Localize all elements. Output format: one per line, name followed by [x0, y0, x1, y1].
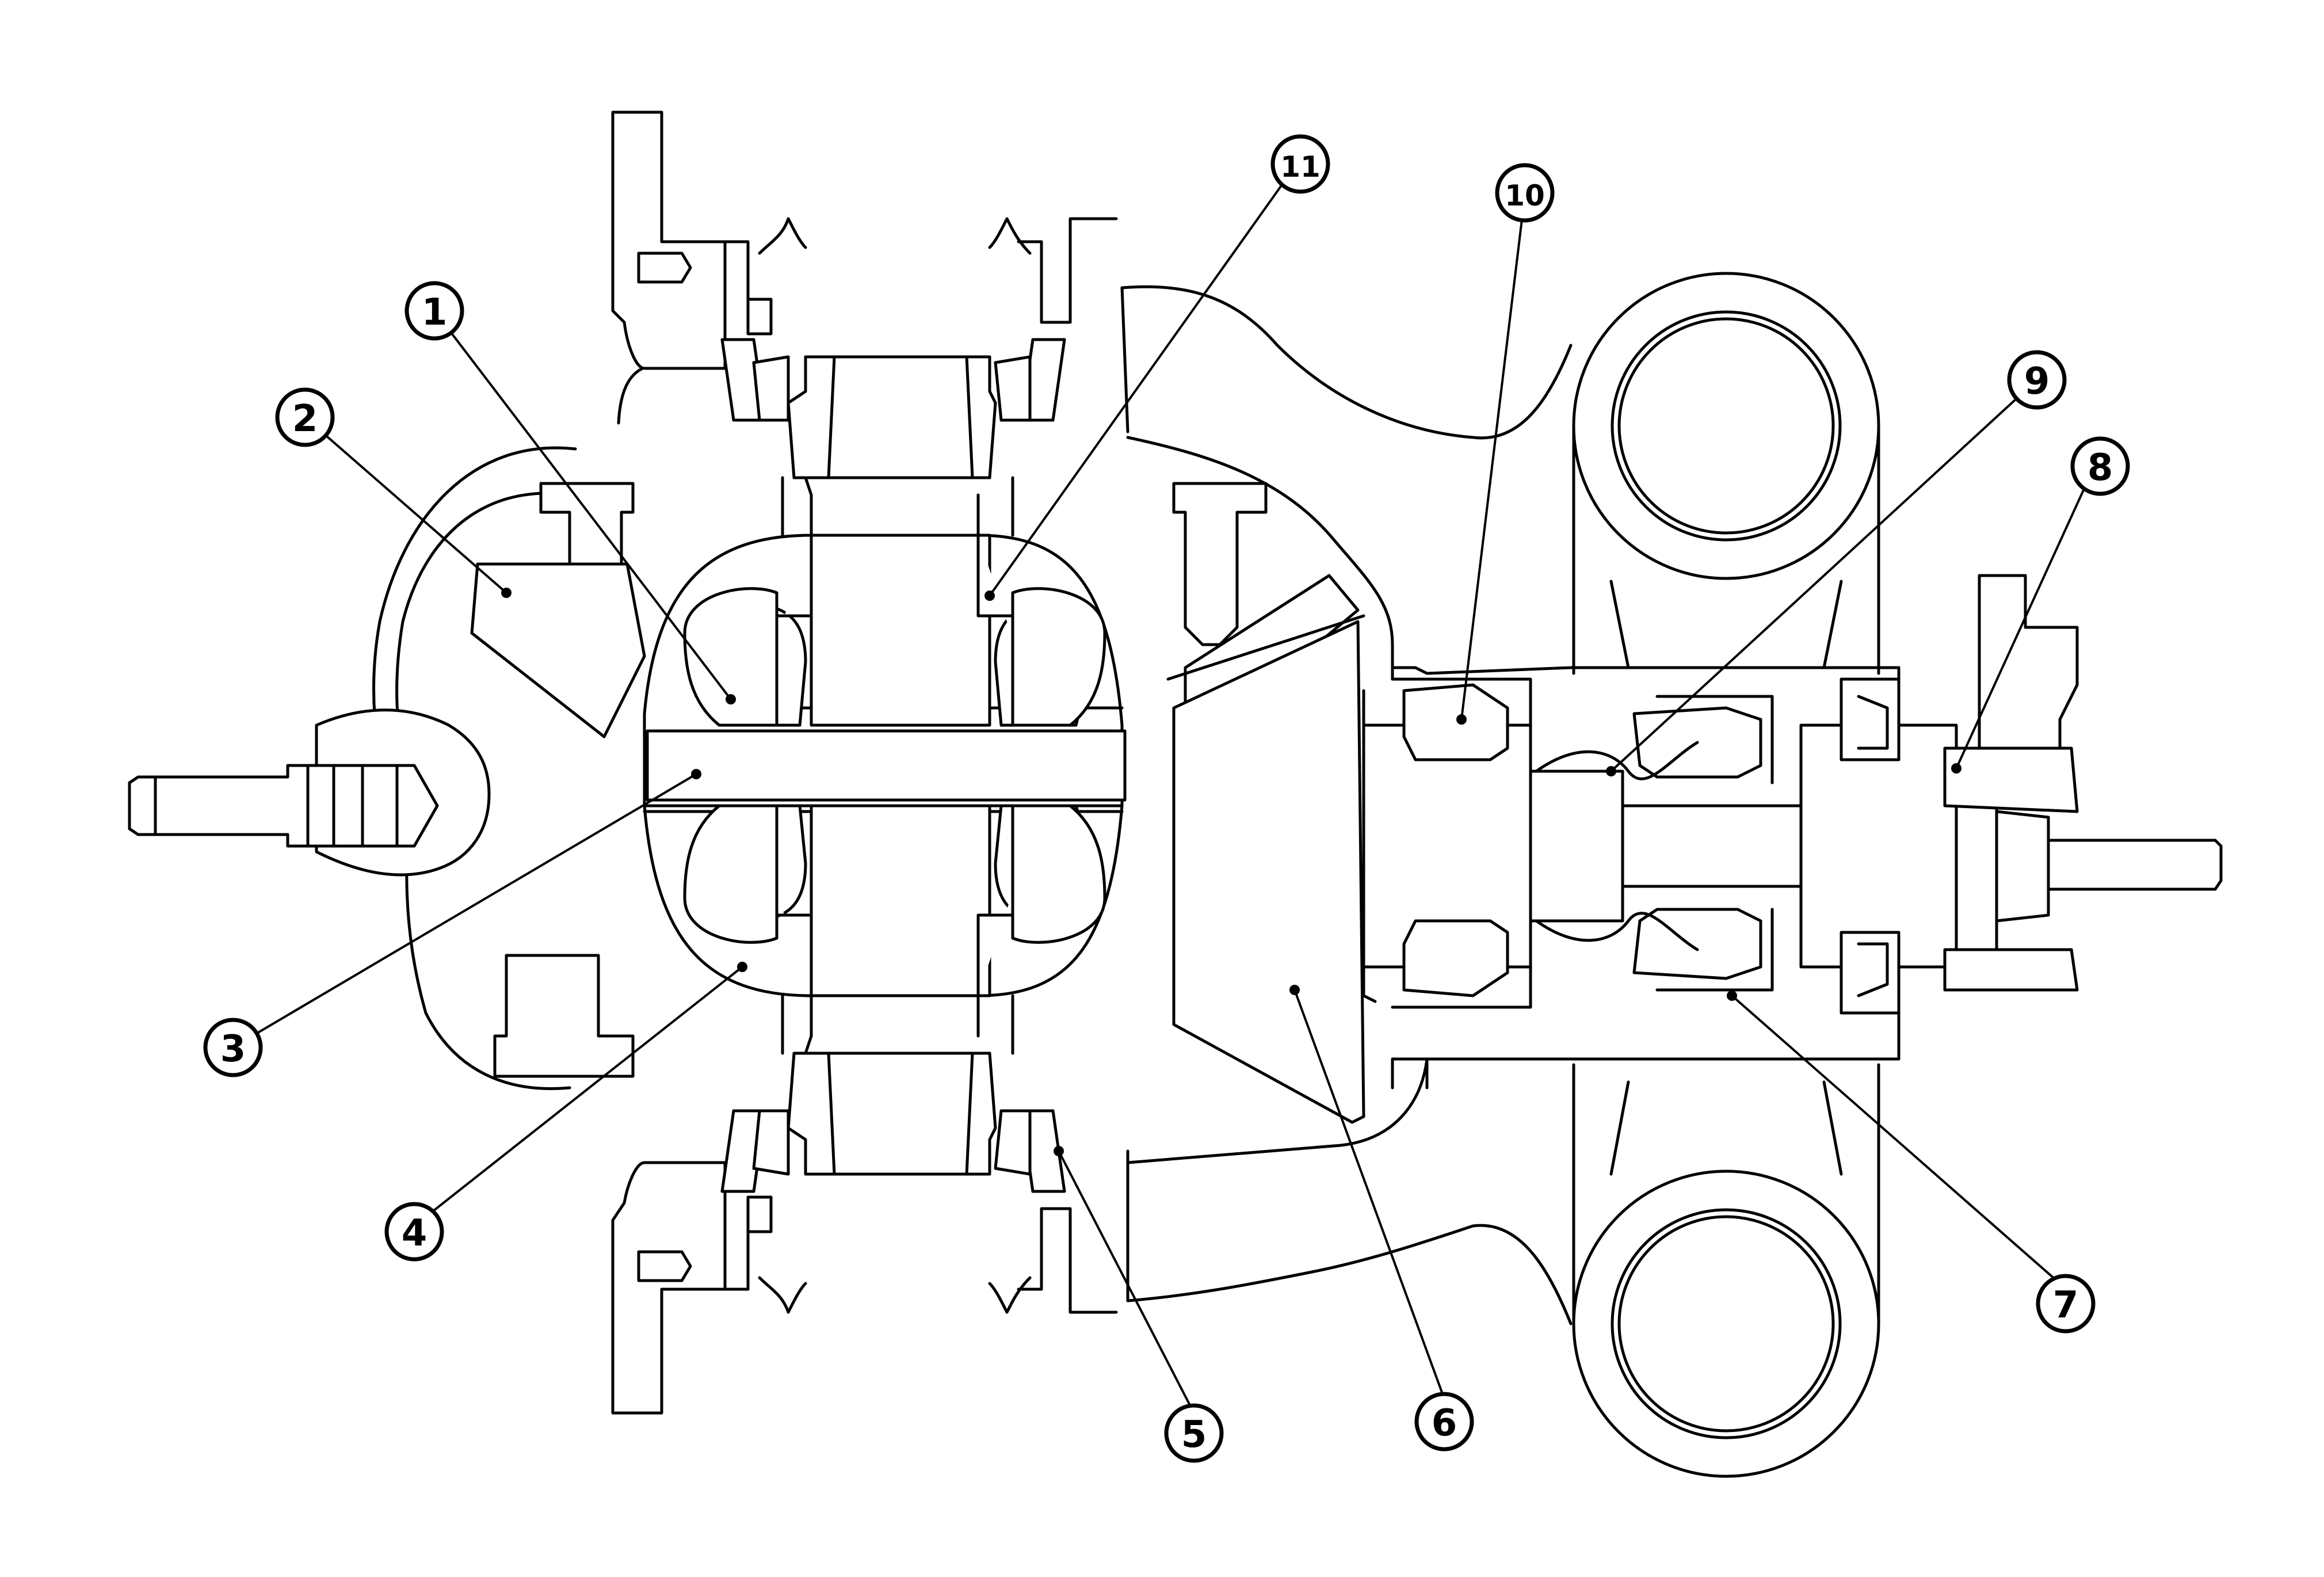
callout-5-label: 5 — [1181, 1414, 1207, 1456]
leader-lines — [246, 166, 2096, 1414]
callout-3-label: 3 — [220, 1028, 246, 1071]
callout-11-label: 11 — [1280, 150, 1321, 184]
callout-6: 6 — [1414, 1392, 1474, 1452]
callout-9: 9 — [2007, 350, 2067, 410]
pinion-mate-shaft — [646, 729, 1127, 802]
callout-1-label: 1 — [422, 291, 448, 334]
callout-4: 4 — [384, 1202, 444, 1262]
side-bearings — [720, 338, 1066, 1193]
differential-gears — [683, 534, 1106, 997]
mount-bushings — [1572, 272, 1880, 1478]
left-output-shaft — [128, 708, 491, 877]
mounting-flange-left — [611, 111, 727, 1415]
callout-4-label: 4 — [402, 1212, 428, 1255]
callout-9-label: 9 — [2024, 360, 2050, 403]
companion-flange — [1943, 574, 2079, 992]
callout-7-label: 7 — [2053, 1284, 2079, 1327]
callout-6-label: 6 — [1432, 1402, 1457, 1445]
callout-3: 3 — [203, 1018, 263, 1077]
oil-seal — [1840, 677, 1901, 1015]
callout-7: 7 — [2036, 1274, 2096, 1334]
callout-2: 2 — [275, 387, 335, 447]
callout-10-label: 10 — [1505, 179, 1545, 212]
callout-10: 10 — [1495, 163, 1555, 223]
callout-11: 11 — [1270, 134, 1330, 194]
callout-2-label: 2 — [292, 398, 318, 440]
callout-5: 5 — [1164, 1403, 1224, 1463]
callout-8: 8 — [2070, 436, 2130, 496]
callout-8-label: 8 — [2088, 447, 2113, 489]
seal-clips — [723, 217, 1118, 1314]
callout-1: 1 — [404, 281, 464, 341]
collapsible-spacer — [1535, 741, 1699, 951]
